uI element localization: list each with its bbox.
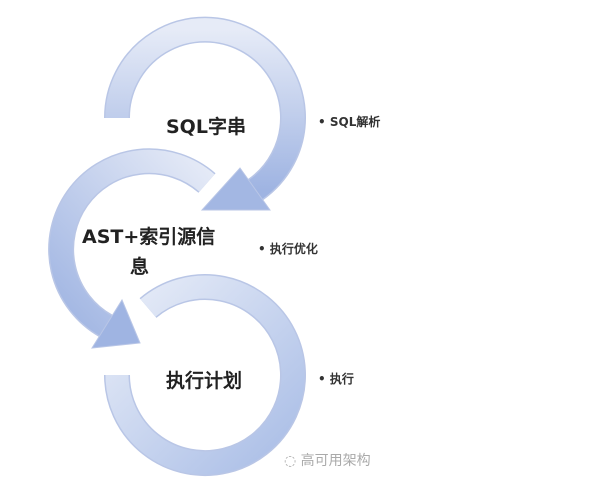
watermark-text: 高可用架构: [300, 453, 371, 469]
step-label: 执行优化: [269, 242, 318, 256]
stage-label-ast: AST+索引源信: [82, 226, 216, 248]
step-sql-parse: • SQL解析: [318, 113, 380, 130]
ring-execution-plan: [104, 274, 306, 477]
step-label: 执行: [329, 372, 354, 386]
watermark: ◌ 高可用架构: [284, 450, 371, 470]
step-label: SQL解析: [329, 115, 381, 129]
bullet-icon: •: [318, 372, 326, 386]
arrowhead: [200, 167, 271, 211]
bullet-icon: •: [258, 242, 266, 256]
stage-label-execution-plan: 执行计划: [166, 370, 243, 392]
bullet-icon: •: [318, 115, 326, 129]
step-optimize: • 执行优化: [258, 240, 318, 257]
stage-label-ast-line2: 息: [130, 256, 150, 278]
wechat-icon: ◌: [284, 453, 297, 469]
step-execute: • 执行: [318, 370, 354, 387]
arrowhead: [91, 298, 141, 349]
ring-ast: [48, 148, 216, 349]
ring-sql-string: [103, 16, 306, 211]
stage-label-sql-string: SQL字串: [166, 116, 246, 138]
